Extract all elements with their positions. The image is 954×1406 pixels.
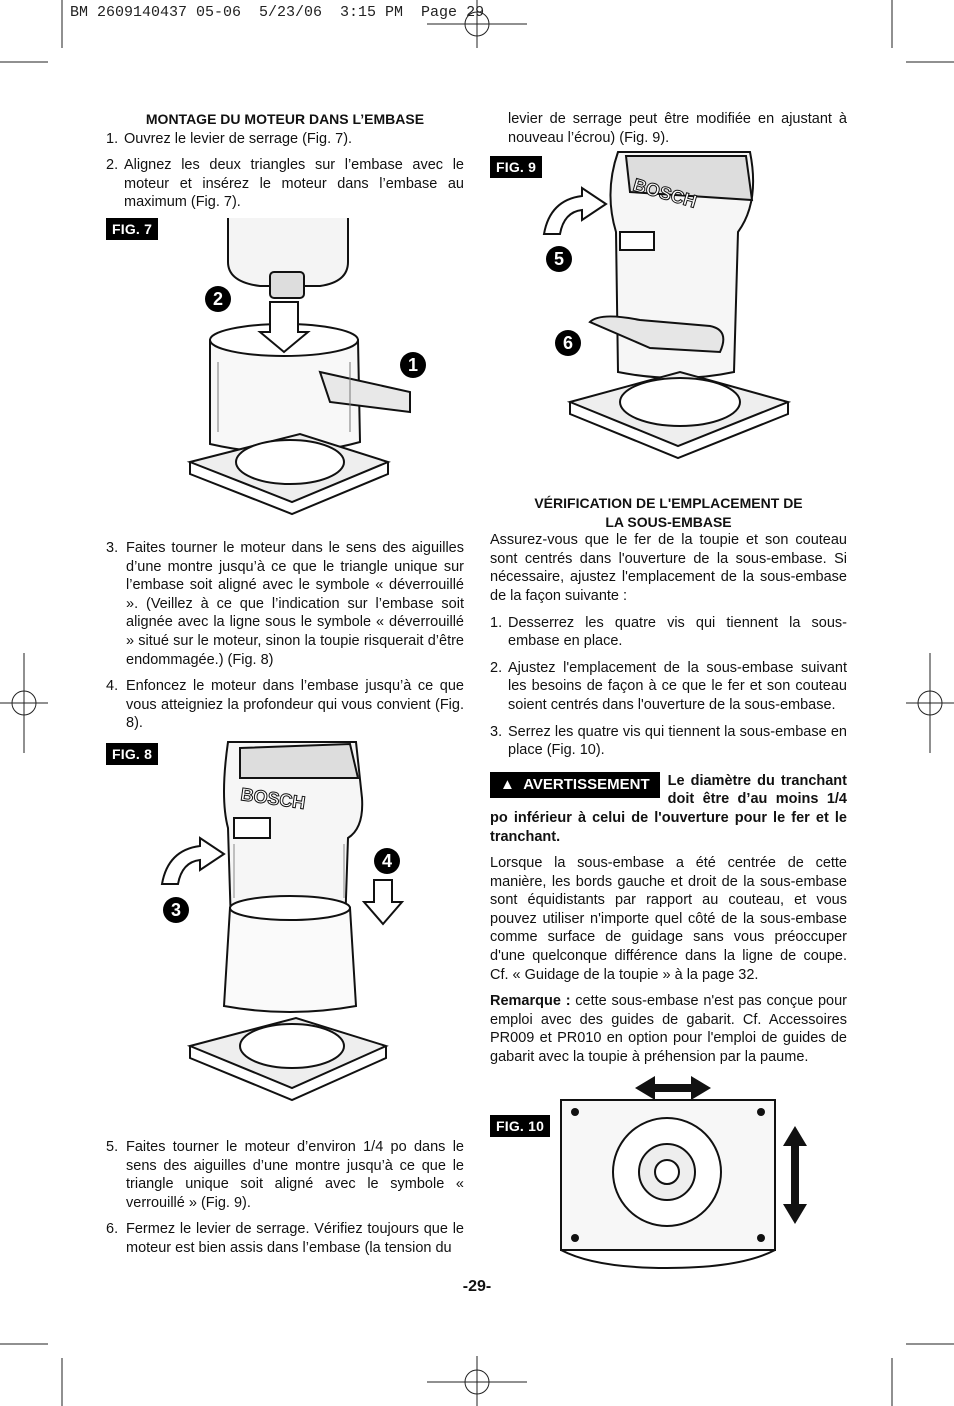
list-item: 2.Alignez les deux triangles sur l’embas… — [106, 157, 464, 211]
left-column-bottom: 5.Faites tourner le moteur d’environ 1/4… — [106, 1138, 464, 1266]
section-heading-subbase: VÉRIFICATION DE L'EMPLACEMENT DE LA SOUS… — [534, 495, 803, 530]
rotate-arrow-icon — [160, 836, 226, 885]
centering-paragraph: Lorsque la sous-embase a été centrée de … — [490, 855, 847, 983]
fig9-illustration: BOSCH — [566, 151, 792, 460]
figure-label-fig10: Fig. 10 — [490, 1115, 551, 1137]
left-column-middle: 3.Faites tourner le moteur dans le sens … — [106, 539, 464, 741]
warning-triangle-icon: ▲ — [500, 775, 515, 793]
callout-2: 2 — [205, 286, 231, 312]
down-arrow-icon — [361, 879, 405, 926]
list-item: 5.Faites tourner le moteur d’environ 1/4… — [106, 1139, 464, 1211]
list-item: 1.Ouvrez le levier de serrage (Fig. 7). — [106, 130, 353, 147]
list-item-continued: levier de serrage peut être modifiée en … — [508, 111, 847, 146]
figure-label-fig9: Fig. 9 — [490, 156, 543, 178]
note-paragraph: Remarque : cette sous-embase n'est pas c… — [490, 993, 847, 1066]
callout-1: 1 — [400, 352, 426, 378]
figure-label-fig8: Fig. 8 — [106, 743, 159, 765]
intro-paragraph: Assurez-vous que le fer de la toupie et … — [490, 532, 847, 604]
list-item: 3.Faites tourner le moteur dans le sens … — [106, 540, 464, 668]
list-item: 3.Serrez les quatre vis qui tiennent la … — [490, 723, 847, 759]
fig7-illustration — [186, 218, 411, 516]
page-number: -29- — [462, 1278, 492, 1295]
list-item: 6.Fermez le levier de serrage. Vérifiez … — [106, 1221, 464, 1256]
print-slug: BM 2609140437 05-06 5/23/06 3:15 PM Page… — [70, 4, 485, 21]
list-item: 1.Desserrez les quatre vis qui tiennent … — [490, 614, 847, 650]
callout-4: 4 — [374, 848, 400, 874]
list-item: 2.Ajustez l'emplacement de la sous-embas… — [490, 659, 847, 713]
fig10-illustration — [560, 1076, 807, 1270]
left-column-top: MONTAGE DU MOTEUR DANS L’EMBASE 1.Ouvrez… — [106, 110, 464, 220]
warning-badge: ▲ AVERTISSEMENT — [490, 771, 660, 799]
callout-3: 3 — [163, 897, 189, 923]
callout-6: 6 — [555, 330, 581, 356]
figure-label-fig7: Fig. 7 — [106, 218, 159, 240]
warning-text: Le diamètre du tranchant doit être d’au … — [490, 772, 847, 845]
right-column-top: levier de serrage peut être modifiée en … — [490, 110, 847, 155]
section-heading-assembly: MONTAGE DU MOTEUR DANS L’EMBASE — [145, 111, 425, 127]
fig8-illustration: BOSCH — [186, 741, 389, 1102]
warning-block: ▲ AVERTISSEMENT Le diamètre du tranchant… — [490, 771, 847, 846]
right-column-middle: VÉRIFICATION DE L'EMPLACEMENT DE LA SOUS… — [490, 494, 847, 1075]
callout-5: 5 — [546, 246, 572, 272]
list-item: 4.Enfoncez le moteur dans l’embase jusqu… — [106, 678, 464, 732]
rotate-arrow-icon — [542, 186, 608, 235]
